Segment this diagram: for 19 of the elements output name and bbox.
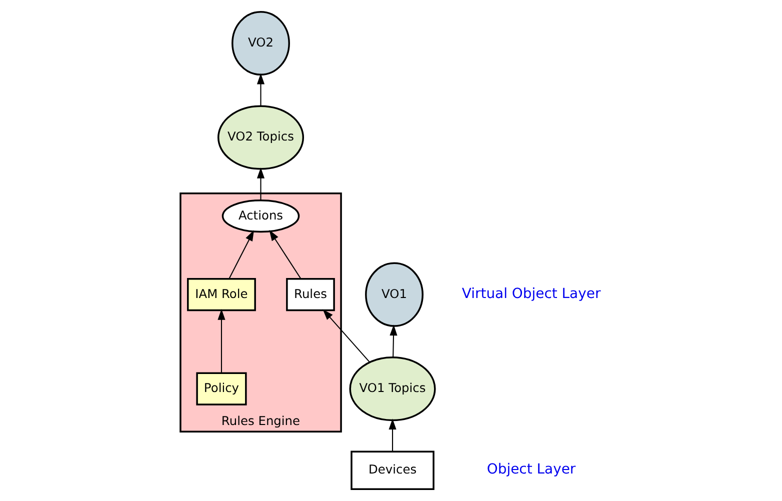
arrow <box>390 324 398 358</box>
node-ellipse: Actions <box>222 199 300 233</box>
node-ellipse: VO1 Topics <box>349 356 436 422</box>
arrow <box>269 230 302 279</box>
arrow <box>256 73 265 106</box>
arrow <box>322 309 370 363</box>
arrow <box>228 230 254 279</box>
label: Object Layer <box>486 462 576 478</box>
node-box: IAM Role <box>187 278 256 312</box>
node-box: Rules <box>286 278 335 312</box>
arrow <box>218 309 226 374</box>
node-circle: VO2 <box>232 10 290 76</box>
arrow <box>388 418 396 452</box>
node-box: Devices <box>350 450 434 490</box>
label: Virtual Object Layer <box>462 286 601 302</box>
node-circle: VO1 <box>365 262 424 327</box>
node-box: Policy <box>196 372 247 406</box>
arrow <box>256 168 265 200</box>
node-ellipse: VO2 Topics <box>217 105 304 170</box>
